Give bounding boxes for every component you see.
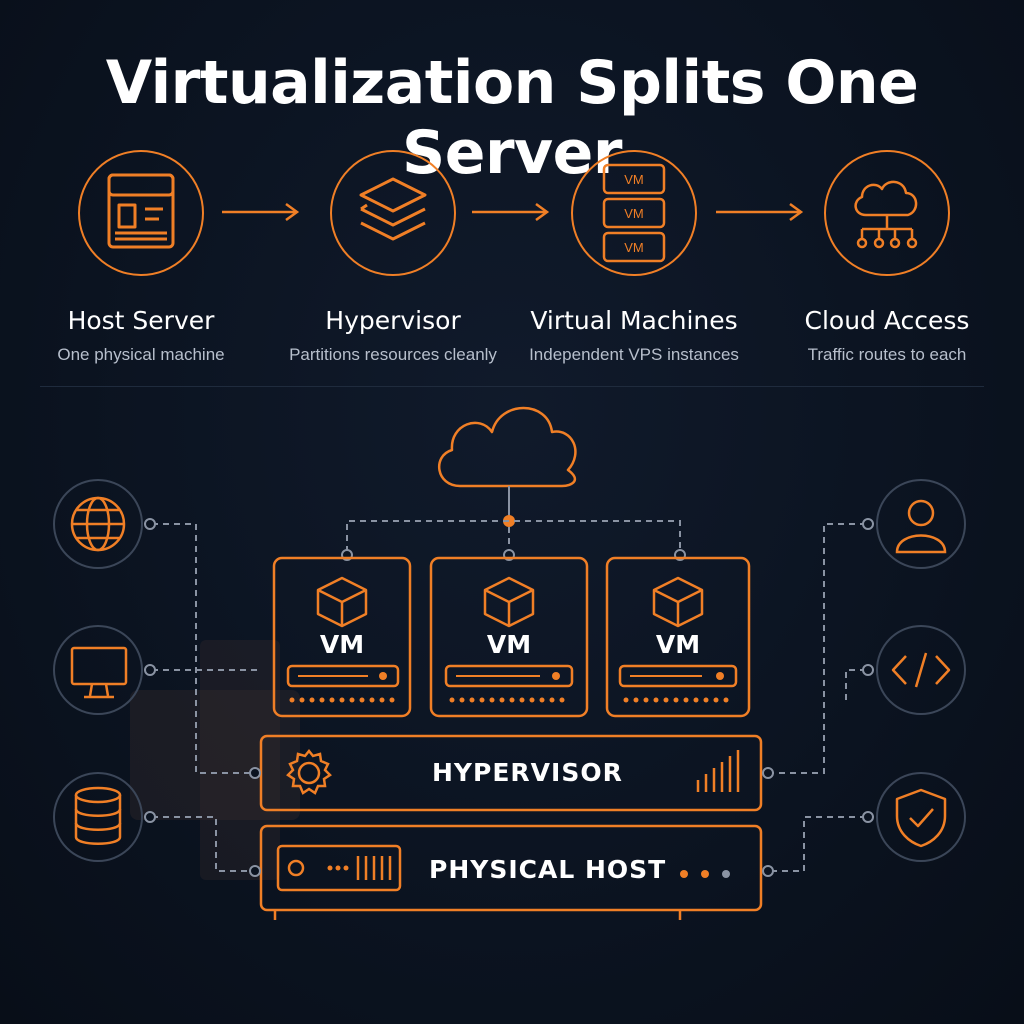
connector-node (144, 518, 156, 530)
physical-host-layer (259, 824, 763, 920)
vm-label: VM (486, 630, 532, 659)
vm-label: VM (319, 630, 365, 659)
layers-icon (359, 177, 427, 241)
cloud-network-icon (854, 180, 918, 249)
step-description: Independent VPS instances (529, 345, 739, 364)
connector-node (862, 518, 874, 530)
physical-host-label: PHYSICAL HOST (429, 855, 667, 884)
connector-node (144, 664, 156, 676)
step-description: Traffic routes to each (807, 345, 967, 364)
vm-badge: VM (624, 240, 644, 255)
icon-ring (876, 479, 966, 569)
section-divider (40, 386, 984, 387)
background-shape (130, 690, 300, 820)
status-dots (680, 870, 730, 878)
vm-box (272, 556, 412, 718)
step-icon-ring (78, 150, 204, 276)
step-label: Hypervisor (325, 306, 461, 335)
background-shape (200, 640, 280, 880)
step-host-server: Host Server One physical machine (26, 150, 256, 365)
hypervisor-label: HYPERVISOR (432, 758, 623, 787)
shield-check-icon (895, 788, 947, 848)
connector-node (762, 865, 774, 877)
connector-node (862, 811, 874, 823)
cube-icon (316, 576, 368, 628)
cube-icon (652, 576, 704, 628)
code-icon (891, 652, 951, 688)
icon-ring (53, 772, 143, 862)
step-cloud-access: Cloud Access Traffic routes to each (772, 150, 1002, 365)
connector-node (249, 865, 261, 877)
connector-node (249, 767, 261, 779)
step-virtual-machines: VM VM VM Virtual Machines Independent VP… (519, 150, 749, 365)
step-label: Virtual Machines (530, 306, 738, 335)
vm-box (605, 556, 751, 718)
icon-ring (53, 479, 143, 569)
step-label: Host Server (67, 306, 215, 335)
vm-badge: VM (624, 172, 644, 187)
vm-box (429, 556, 589, 718)
gear-icon (286, 748, 332, 795)
step-icon-ring (824, 150, 950, 276)
icon-ring (876, 772, 966, 862)
connector-node (144, 811, 156, 823)
signal-bars-icon (696, 750, 740, 792)
user-icon (895, 499, 947, 554)
step-description: Partitions resources cleanly (289, 345, 497, 364)
step-icon-ring (330, 150, 456, 276)
step-description: One physical machine (57, 345, 225, 364)
icon-ring (53, 625, 143, 715)
monitor-icon (70, 646, 128, 699)
connector-node (762, 767, 774, 779)
globe-icon (70, 496, 126, 552)
step-icon-ring: VM VM VM (571, 150, 697, 276)
vm-label: VM (655, 630, 701, 659)
cloud-icon (437, 406, 577, 488)
server-icon (107, 173, 175, 249)
step-hypervisor: Hypervisor Partitions resources cleanly (278, 150, 508, 365)
vm-stack-icon: VM VM VM (602, 163, 666, 263)
page-title: Virtualization Splits One Server (105, 48, 919, 188)
icon-ring (876, 625, 966, 715)
step-label: Cloud Access (804, 306, 970, 335)
vm-badge: VM (624, 206, 644, 221)
database-icon (74, 786, 122, 845)
connector-node (862, 664, 874, 676)
cube-icon (483, 576, 535, 628)
